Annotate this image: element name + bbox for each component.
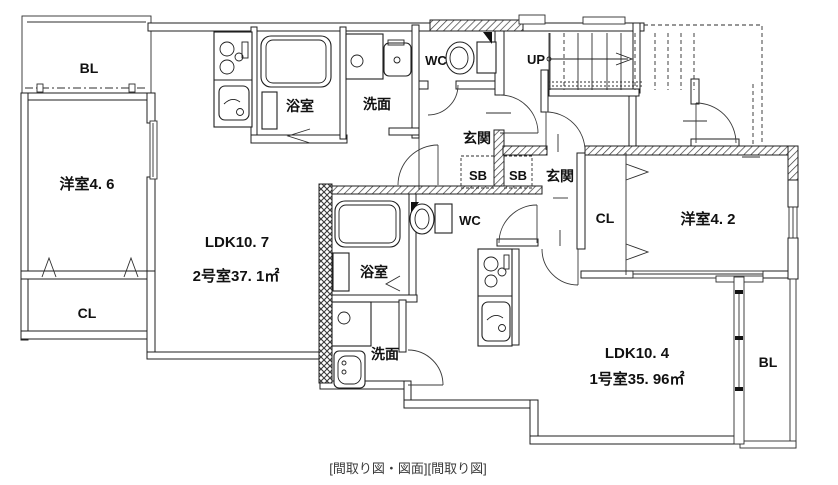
stove-burner-icon (219, 59, 235, 75)
unit1-closet-label: CL (596, 210, 615, 226)
unit2-bathtub (260, 35, 332, 130)
hatched-walls (318, 19, 799, 384)
unit1-entrance-label: 玄関 (546, 168, 574, 184)
stove-burner-icon (497, 267, 507, 277)
unit2-ldk-label: LDK10. 7 (205, 234, 269, 251)
unit1-toilet (409, 202, 453, 235)
unit2-balcony (21, 15, 152, 95)
unit1-shoebox-label: SB (509, 168, 527, 183)
unit1-laundry-and-basin (331, 301, 372, 389)
unit2-bedroom-label: 洋室4. 6 (59, 175, 114, 193)
unit2-toilet (445, 32, 497, 75)
stove-burner-icon (484, 274, 498, 288)
staircase (546, 24, 763, 145)
unit1-washroom-label: 洗面 (371, 346, 399, 362)
unit2-closet-label: CL (78, 305, 97, 321)
washer-pan-icon (331, 301, 372, 347)
unit2-bath-label: 浴室 (286, 98, 314, 114)
unit2-washroom-label: 洗面 (363, 96, 391, 112)
unit1-wc-label: WC (459, 213, 481, 228)
stairs-up-label: UP (527, 52, 545, 67)
unit2-shoebox (460, 155, 495, 189)
bathtub-icon (260, 35, 332, 88)
caption: [間取り図・図面][間取り図] (329, 461, 486, 476)
kitchen-sink-icon (481, 301, 511, 342)
unit1-bedroom-label: 洋室4. 2 (680, 210, 735, 228)
unit1-balcony-label: BL (759, 354, 778, 370)
kitchen-sink-icon (218, 85, 250, 121)
washbasin-icon (333, 350, 366, 389)
stove-burner-icon (483, 256, 499, 272)
unit1-bathtub (332, 200, 401, 292)
washbasin-icon (383, 42, 412, 77)
washer-pan-icon (345, 33, 384, 80)
unit2-area-label: 2号室37. 1㎡ (193, 267, 280, 285)
unit1-ldk-label: LDK10. 4 (605, 345, 670, 362)
up-arrow (546, 52, 634, 66)
bathtub-icon (334, 200, 401, 248)
unit1-kitchen (477, 248, 513, 347)
toilet-tank-icon (434, 203, 453, 234)
doors (397, 84, 737, 386)
toilet-tank-icon (476, 41, 497, 74)
unit2-kitchen (213, 31, 253, 128)
unit2-wc-label: WC (425, 53, 447, 68)
detail-lines (41, 14, 798, 449)
unit2-entrance-label: 玄関 (463, 130, 491, 146)
stove-burner-icon (219, 41, 235, 57)
toilet-bowl-icon (409, 203, 435, 235)
unit1-area-label: 1号室35. 96㎡ (589, 370, 684, 388)
stove-burner-icon (234, 52, 244, 62)
unit1-bath-label: 浴室 (360, 264, 388, 280)
unit2-shoebox-label: SB (469, 168, 487, 183)
unit2-laundry-and-basin (345, 33, 412, 80)
unit2-balcony-label: BL (80, 60, 99, 76)
walls (20, 22, 799, 445)
